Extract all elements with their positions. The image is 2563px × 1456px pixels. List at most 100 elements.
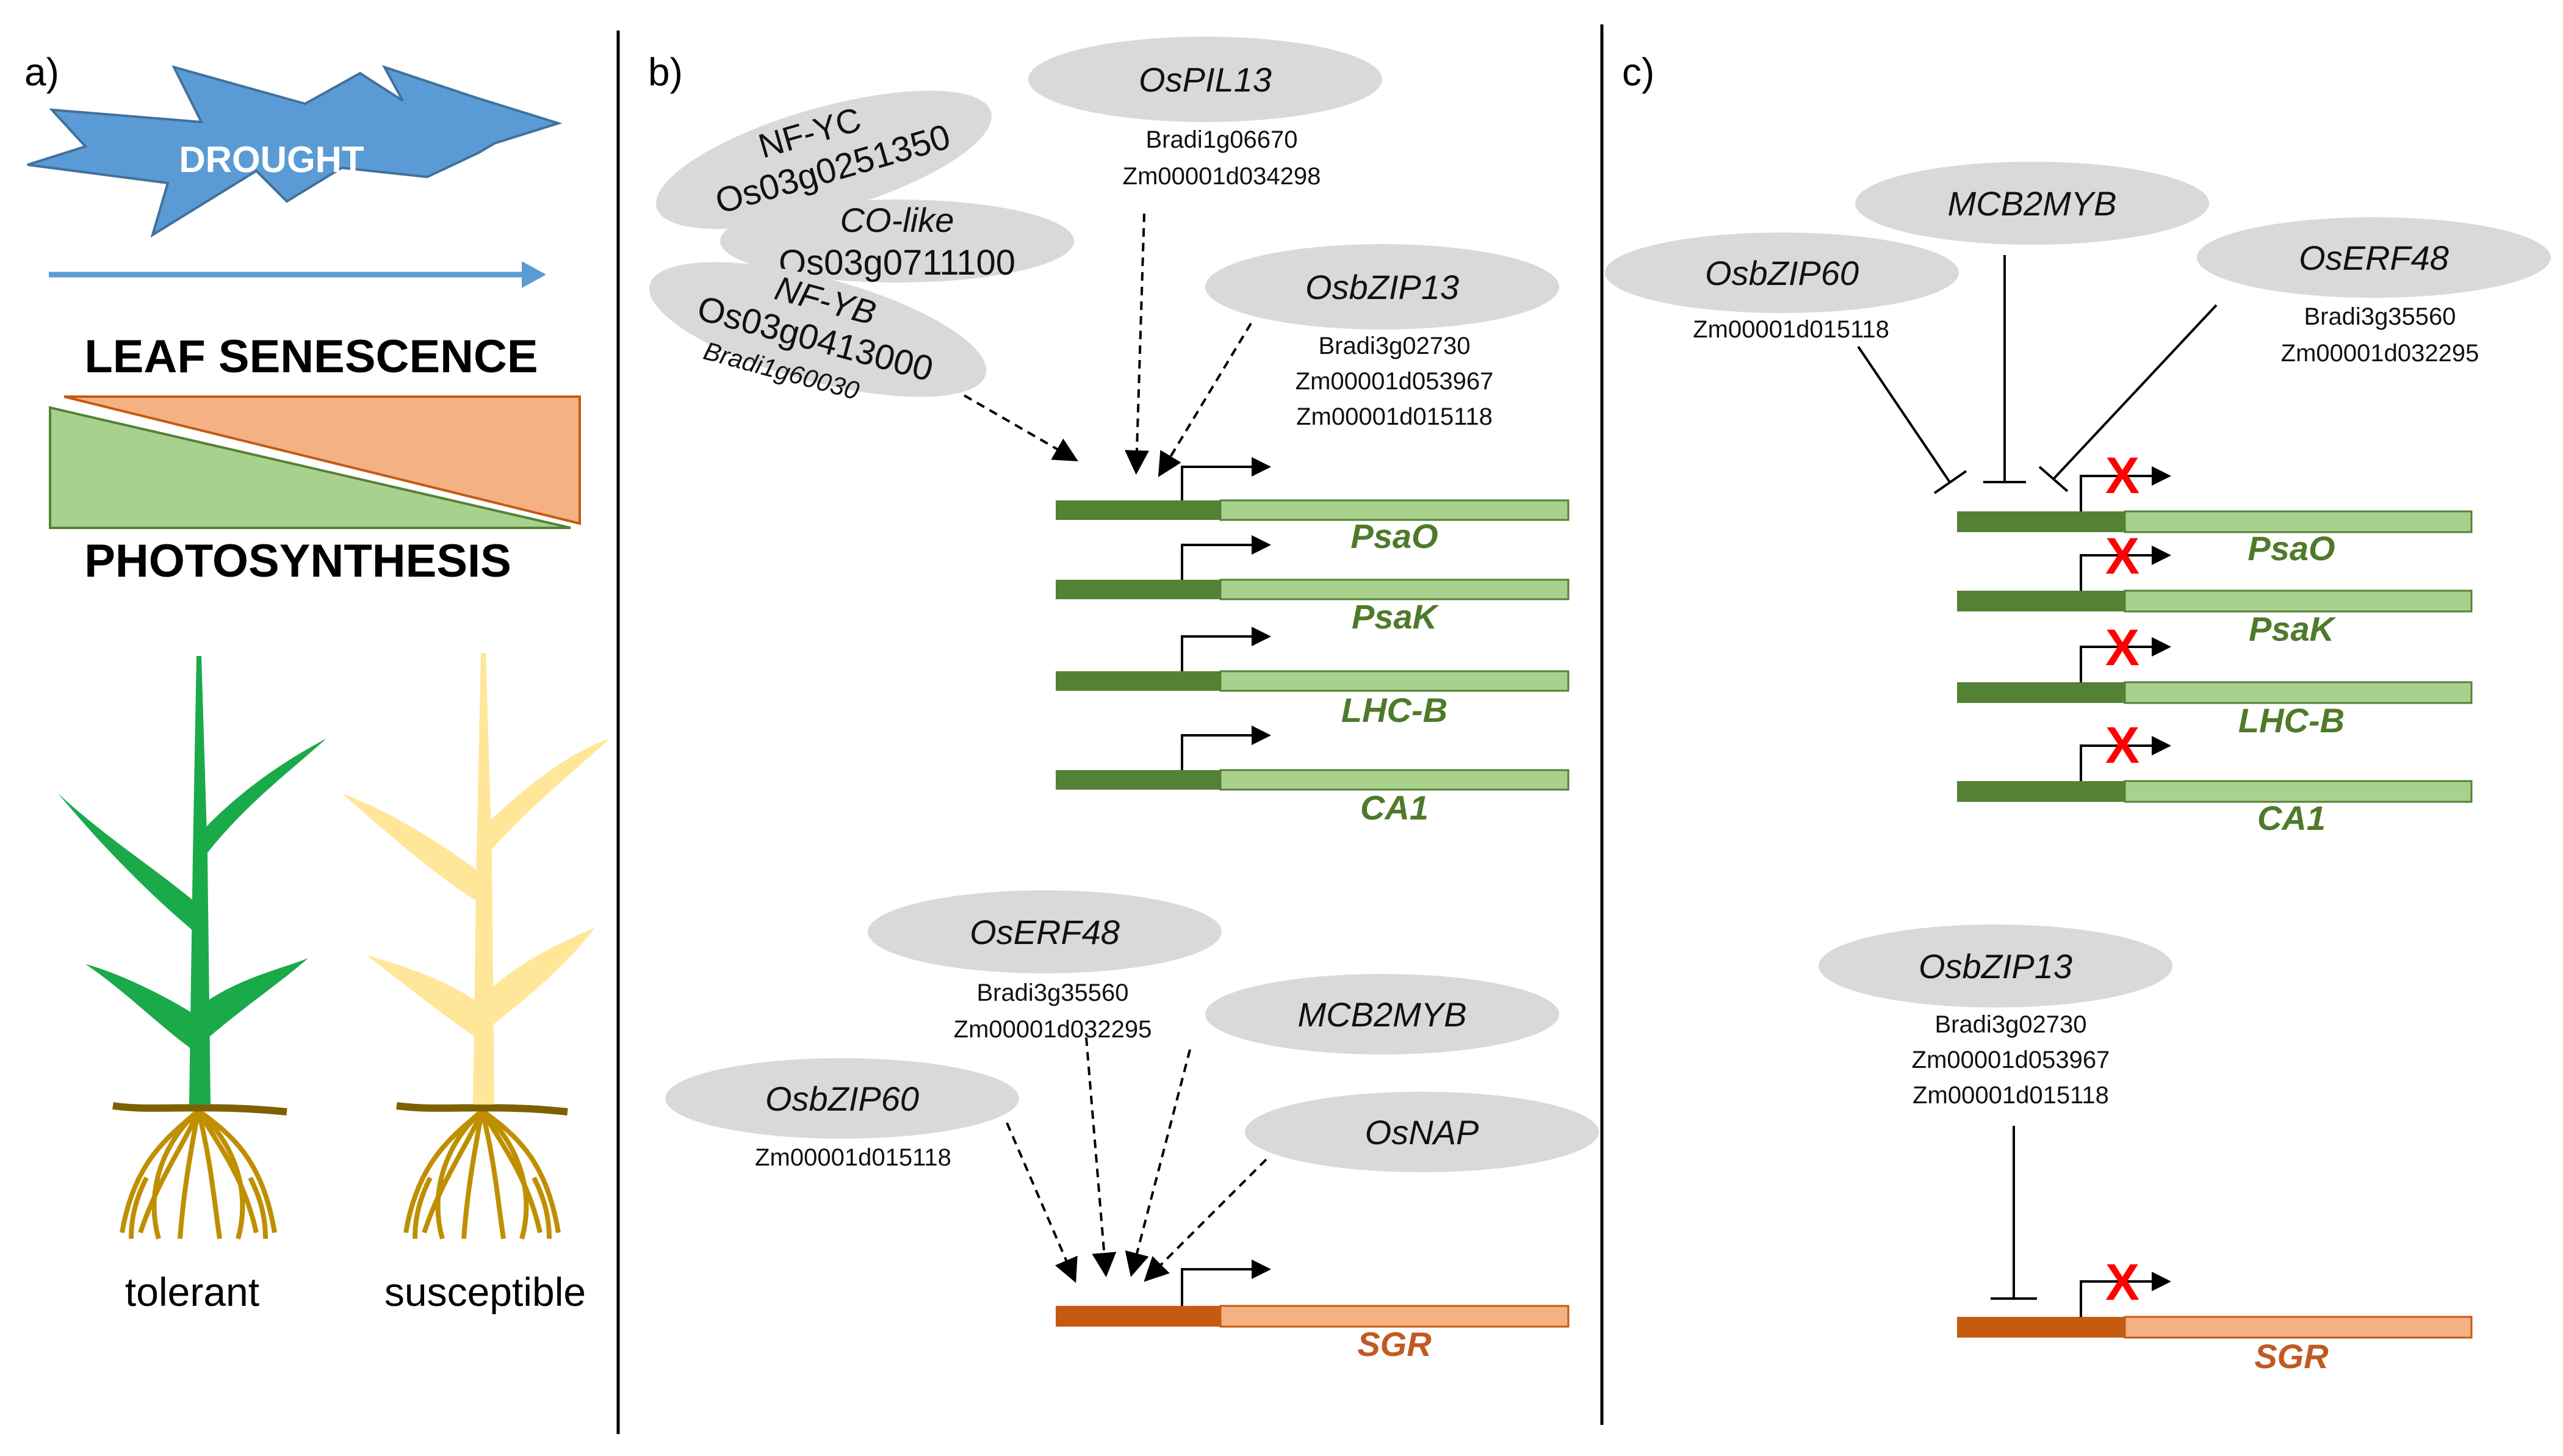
tf-ospil13-marker-1: Bradi1g06670 <box>1145 126 1297 153</box>
tf-mcb2myb-ellipse-b <box>1205 974 1559 1054</box>
tolerant-soil-line <box>112 1102 287 1115</box>
target-gene-lhcb-b: LHC-B <box>1056 627 1570 729</box>
tf-oserf48-ellipse-c <box>2197 217 2551 298</box>
tolerant-label: tolerant <box>125 1269 259 1314</box>
susceptible-stem <box>473 653 494 1105</box>
tf-osnap-ellipse-b <box>1245 1092 1599 1172</box>
gene-body-box <box>2124 681 2473 704</box>
tss-arrow <box>1181 1260 1271 1306</box>
tss-arrow <box>1181 457 1271 500</box>
tolerant-leaf-upper-right <box>203 738 326 854</box>
tf-colike-ellipse <box>720 200 1074 283</box>
tf-osbzip13-marker-3: Zm00001d015118 <box>1296 403 1493 430</box>
tss-arrow <box>1181 726 1271 770</box>
tolerant-plant-illustration <box>58 656 326 1240</box>
tf-oserf48-marker-2-b: Zm00001d032295 <box>954 1016 1152 1043</box>
panel-b-label: b) <box>648 50 683 94</box>
tss-arrow <box>1181 627 1271 671</box>
repression-mcb2myb <box>1983 255 2026 483</box>
tss-arrow <box>2080 546 2171 591</box>
drought-intensity-arrow-head <box>522 261 546 288</box>
target-gene-psao-c: X PsaO <box>1957 447 2473 568</box>
tf-oserf48-marker-2-c: Zm00001d032295 <box>2281 340 2479 367</box>
activation-arrow-osnap <box>1144 1158 1267 1282</box>
tf-oserf48-ellipse-b <box>868 890 1222 973</box>
tf-osnap-name-b: OsNAP <box>1365 1113 1479 1151</box>
gene-body-box <box>1219 499 1570 521</box>
target-gene-label: SGR <box>2254 1337 2329 1375</box>
susceptible-leaf-lower-left <box>366 955 476 1037</box>
tolerant-roots <box>120 1108 277 1240</box>
target-gene-ca1-b: CA1 <box>1056 726 1570 827</box>
target-gene-label: CA1 <box>1360 788 1429 827</box>
target-gene-lhcb-c: X LHC-B <box>1957 619 2473 740</box>
tf-ospil13-ellipse <box>1028 37 1382 122</box>
tf-osbzip13-marker-1-c: Bradi3g02730 <box>1934 1011 2086 1038</box>
target-gene-label: LHC-B <box>1341 691 1447 729</box>
tf-nfyc-ellipse <box>656 90 992 229</box>
activation-arrow-osbzip60 <box>1006 1122 1078 1283</box>
promoter-box <box>1056 770 1220 790</box>
panel-a-label: a) <box>24 50 59 94</box>
target-gene-label: SGR <box>1357 1325 1432 1363</box>
susceptible-roots <box>403 1108 561 1240</box>
promoter-box <box>1056 671 1220 691</box>
target-gene-label: PsaK <box>2249 610 2337 648</box>
gene-body-box <box>2124 510 2473 533</box>
target-gene-label: PsaK <box>1352 597 1440 636</box>
leaf-senescence-label: LEAF SENESCENCE <box>84 331 538 383</box>
target-gene-sgr-b: SGR <box>1056 1260 1570 1363</box>
tolerant-leaf-lower-right <box>207 958 308 1037</box>
tf-mcb2myb-name-b: MCB2MYB <box>1298 995 1467 1034</box>
tolerant-stem <box>189 656 211 1105</box>
blocked-x-icon: X <box>2105 619 2139 676</box>
susceptible-leaf-left <box>342 793 480 903</box>
susceptible-plant-illustration <box>342 653 610 1240</box>
promoter-box <box>1056 580 1220 599</box>
tf-ospil13-marker-2: Zm00001d034298 <box>1123 163 1321 190</box>
susceptible-soil-line <box>396 1102 568 1115</box>
tf-osbzip13-marker-2-c: Zm00001d053967 <box>1912 1047 2110 1073</box>
susceptible-leaf-upper-right <box>487 738 610 851</box>
tss-arrow <box>2080 466 2171 511</box>
gene-body-box <box>1219 670 1570 692</box>
tss-arrow <box>1181 535 1271 580</box>
tf-osbzip60-marker-1-b: Zm00001d015118 <box>755 1144 951 1171</box>
target-gene-ca1-c: X CA1 <box>1957 716 2473 837</box>
photosynthesis-label: PHOTOSYNTHESIS <box>84 535 511 587</box>
tf-osbzip60-ellipse-c <box>1605 232 1959 313</box>
tf-osbzip60-name-c: OsbZIP60 <box>1705 254 1859 292</box>
gene-body-box <box>2124 589 2473 613</box>
tf-colike-id: Os03g0711100 <box>779 243 1015 283</box>
tf-osbzip13-ellipse <box>1205 244 1559 330</box>
target-gene-label: LHC-B <box>2238 701 2345 740</box>
gene-body-box <box>2124 1316 2473 1339</box>
tf-osbzip13-name-c: OsbZIP13 <box>1919 947 2072 986</box>
promoter-box <box>1056 1306 1220 1327</box>
tf-osbzip60-name-b: OsbZIP60 <box>765 1079 919 1118</box>
tf-oserf48-marker-1-b: Bradi3g35560 <box>976 979 1128 1006</box>
tf-oserf48-marker-1-c: Bradi3g35560 <box>2304 303 2456 330</box>
blocked-x-icon: X <box>2105 1253 2139 1311</box>
gene-body-box <box>1219 769 1570 791</box>
tolerant-leaf-lower-left <box>85 964 192 1050</box>
repression-osbzip60 <box>1857 345 1967 494</box>
panel-c: c) OsbZIP60 Zm00001d015118 MCB2MYB OsERF… <box>1605 50 2551 1375</box>
activation-arrow-oserf48 <box>1085 1037 1117 1277</box>
target-gene-psao-b: PsaO <box>1056 457 1570 555</box>
promoter-box <box>1056 500 1220 520</box>
tf-osbzip13-marker-1: Bradi3g02730 <box>1318 333 1470 359</box>
tf-oserf48-name-b: OsERF48 <box>970 913 1120 951</box>
promoter-box <box>1957 1317 2125 1338</box>
tf-ospil13-name: OsPIL13 <box>1139 60 1272 99</box>
blocked-x-icon: X <box>2105 447 2139 504</box>
tf-mcb2myb-ellipse-c <box>1855 162 2209 245</box>
tf-nfyb-ellipse <box>649 262 987 397</box>
gene-body-box <box>2124 780 2473 803</box>
tss-arrow <box>2080 637 2171 682</box>
susceptible-leaf-lower-right <box>491 928 595 1025</box>
tf-mcb2myb-name-c: MCB2MYB <box>1948 184 2117 223</box>
activation-arrow-ospil13 <box>1124 213 1149 475</box>
panel-a: a) DROUGHT LEAF SENESCENCE PHOTOSYNTHESI… <box>24 50 610 1314</box>
tf-osbzip13-name: OsbZIP13 <box>1305 268 1459 306</box>
